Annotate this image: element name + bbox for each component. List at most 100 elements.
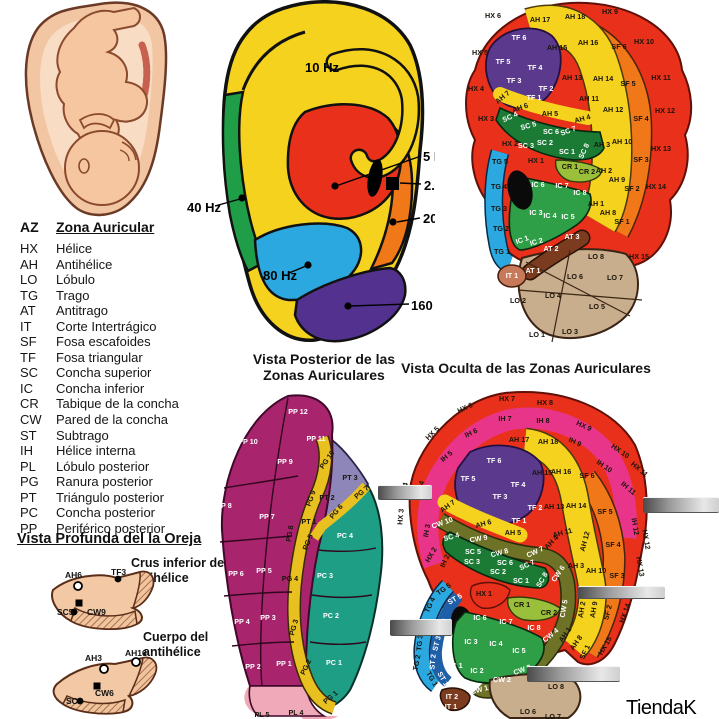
at-antitragus-brown <box>523 231 589 279</box>
ear-canal-black <box>507 170 533 210</box>
zone-label: CR 1 <box>562 162 578 171</box>
zone-label: IH 12 <box>630 517 642 535</box>
zone-label: CR 1 <box>514 600 530 609</box>
zone-label: PP 7 <box>259 512 274 521</box>
zone-label: TG 5 <box>492 157 508 166</box>
zone-label: PL 5 <box>254 710 269 719</box>
zone-label: IC 2 <box>529 236 544 248</box>
ear-homunculus-illustration <box>24 1 168 217</box>
tg-tragus-blue <box>414 581 454 691</box>
zone-label: LO 2 <box>510 296 526 305</box>
zone-label: TG 3 <box>414 634 424 651</box>
frequency-label: 160 Hz <box>411 298 435 313</box>
zone-label: IC 1 <box>449 661 462 670</box>
zone-label: LO 7 <box>607 273 623 282</box>
zone-label: AH 8 <box>600 208 616 217</box>
zone-label: AH 14 <box>566 501 586 510</box>
dot-80hz <box>304 261 312 269</box>
zone-label: AH 6 <box>474 517 492 530</box>
zone-label: IC 8 <box>527 623 540 632</box>
zone-label: AH 10 <box>586 566 606 575</box>
zone-label: TF 1 <box>527 93 542 102</box>
zone-label: HX 3 <box>478 114 494 123</box>
zone-label: IC 5 <box>512 646 525 655</box>
zone-label: PT 3 <box>342 473 357 482</box>
zone-label: SF 3 <box>609 571 624 580</box>
zone-label: IC 6 <box>531 180 544 189</box>
zone-label: TG 2 <box>411 654 423 671</box>
zone-label: LO 8 <box>548 682 564 691</box>
leader-lines <box>214 155 422 307</box>
zone-label: SC 6 <box>543 127 559 136</box>
zone-label: AH 2 <box>596 166 612 175</box>
fetus-arm <box>78 113 116 130</box>
zone-label: AH 15 <box>547 43 567 52</box>
caption-hidden-view: Vista Oculta de las Zonas Auriculares <box>401 360 651 376</box>
zone-label: SF 3 <box>633 155 648 164</box>
zone-label: HX 12 <box>640 529 652 550</box>
zone-label: TF 3 <box>493 492 508 501</box>
zone-label: HX 2 <box>502 139 518 148</box>
zone-label: HX 3 <box>395 508 405 525</box>
zone-label: PP 4 <box>234 617 249 626</box>
zone-label: AH 13 <box>544 502 564 511</box>
zone-label: AH 2 <box>576 601 588 619</box>
zone-label: IC 2 <box>470 666 483 675</box>
zone-label: IH 7 <box>498 414 511 423</box>
crus-hatch-bottom <box>70 606 138 630</box>
zone-label: HX 8 <box>537 398 553 407</box>
zone-label: SC 5 <box>465 547 481 556</box>
zone-label: PP 8 <box>216 501 231 510</box>
zone-label: PP 5 <box>256 566 271 575</box>
deep-point-label: SC5 <box>57 607 74 617</box>
metal-bar-3 <box>578 586 665 599</box>
caption-posterior-view: Vista Posterior de las Zonas Auriculares <box>252 351 396 383</box>
zone-label: PT 2 <box>319 493 334 502</box>
zone-label: PL 4 <box>288 708 303 717</box>
deep-view-label-2: Cuerpo del antihélice <box>143 630 209 659</box>
frequency-label: 20 Hz <box>423 211 435 226</box>
zone-label: SF 2 <box>601 604 614 621</box>
zone-label: SC 4 <box>442 530 460 543</box>
deep-point-label: TF3 <box>111 567 126 577</box>
zone-label: HX 15 <box>629 252 649 261</box>
ah-antihelix-yellow <box>522 429 606 657</box>
open-circle-marker <box>131 657 141 667</box>
square-marker <box>93 682 101 690</box>
lobule-divider-lines <box>517 249 643 343</box>
zone-label: HX 7 <box>499 394 515 403</box>
zone-label: PP 2 <box>245 662 260 671</box>
zone-label: CW 2 <box>493 675 511 684</box>
zone-label: TG 2 <box>493 224 509 233</box>
zone-label: HX 12 <box>655 106 675 115</box>
zone-label: PT 1 <box>301 517 316 526</box>
zone-label: AH 17 <box>509 435 529 444</box>
zone-label: CR 2 <box>541 608 557 617</box>
zone-label: HX 13 <box>651 144 671 153</box>
zone-label: TG 1 <box>494 247 510 256</box>
zone-label: AH 9 <box>609 175 625 184</box>
zone-label: PC 3 <box>317 571 333 580</box>
square-marker <box>75 599 83 607</box>
hx1-tail-red <box>469 581 511 609</box>
frequency-point-markers <box>238 177 399 310</box>
open-circle-marker <box>99 664 109 674</box>
zone-label: IT 2 <box>446 692 458 701</box>
helix-fold-line <box>241 30 306 91</box>
deep-point-label: SC8 <box>66 696 83 706</box>
ah-antihelix-yellow <box>524 6 632 232</box>
zone-label: SF 4 <box>605 540 620 549</box>
zone-label: TF 4 <box>528 63 543 72</box>
cr-septum-lightgreen <box>554 159 603 183</box>
zone-label: AH 16 <box>551 467 571 476</box>
zone-label: PP 3 <box>260 613 275 622</box>
